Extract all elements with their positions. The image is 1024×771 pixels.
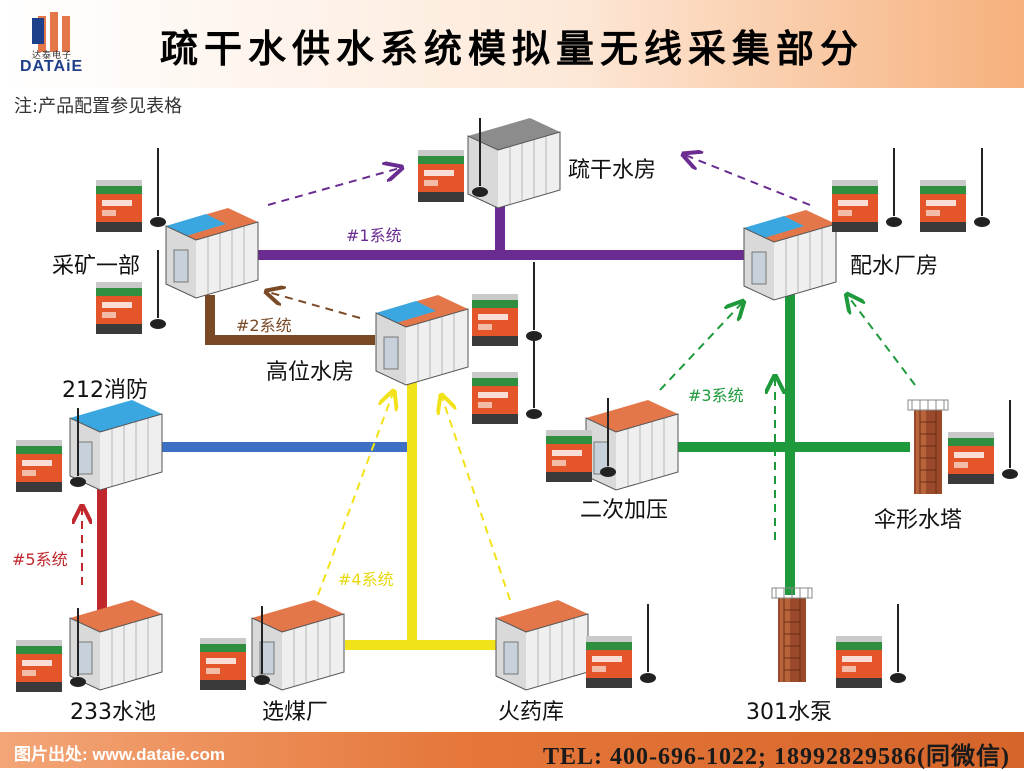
shuichi-house [69, 599, 163, 691]
label-erci: 二次加压 [580, 498, 669, 523]
module-gaowei-top [471, 261, 543, 347]
label-shugan: 疏干水房 [568, 158, 657, 183]
erci-house [585, 399, 679, 491]
pipe-system-4 [345, 375, 500, 650]
module-peishui-right [919, 147, 991, 233]
caikuang-house [165, 207, 259, 299]
sanxing-tower-icon [907, 399, 949, 495]
system-label-3: #3系统 [688, 386, 744, 405]
module-huoyao [585, 603, 657, 689]
footer-source-link[interactable]: 图片出处: www.dataie.com [14, 745, 225, 764]
gaowei-house [375, 294, 469, 386]
huoyao-house [495, 599, 589, 691]
shuibeng-tower-icon [771, 587, 813, 683]
label-shuichi: 233水池 [70, 700, 156, 725]
module-peishui-left [831, 147, 903, 233]
system-label-1: #1系统 [346, 226, 402, 245]
xiaofang-house [69, 399, 163, 491]
label-gaowei: 高位水房 [266, 360, 355, 385]
label-sanxing: 伞形水塔 [874, 508, 963, 533]
wireless-arrows [82, 155, 916, 601]
pipe-system-2 [205, 295, 375, 345]
config-note: 注:产品配置参见表格 [14, 96, 183, 117]
label-xuanmei: 选煤厂 [262, 700, 329, 725]
system-label-5: #5系统 [12, 550, 68, 569]
label-shuibeng: 301水泵 [746, 700, 832, 725]
logo-wordmark: DATAiE [20, 58, 84, 75]
footer-band: 图片出处: www.dataie.com TEL: 400-696-1022; … [0, 732, 1024, 770]
label-peishui: 配水厂房 [850, 254, 939, 279]
system-label-2: #2系统 [236, 316, 292, 335]
footer-contact: TEL: 400-696-1022; 18992829586(同微信) [543, 744, 1010, 770]
header-band [0, 0, 1024, 88]
label-caikuang: 采矿一部 [52, 254, 141, 279]
pipe-system-3 [678, 290, 910, 595]
dataie-logo-icon [32, 12, 70, 52]
module-sanxing [947, 399, 1019, 485]
peishui-house [743, 209, 837, 301]
system-label-4: #4系统 [338, 570, 394, 589]
page-title: 疏干水供水系统模拟量无线采集部分 [159, 27, 864, 71]
module-caikuang-top [95, 147, 167, 233]
logo-tagline: 达泰电子 [32, 51, 73, 61]
module-gaowei-bottom [471, 339, 543, 425]
label-xiaofang: 212消防 [62, 378, 148, 403]
module-shuibeng [835, 603, 907, 689]
label-huoyao: 火药库 [498, 700, 565, 725]
